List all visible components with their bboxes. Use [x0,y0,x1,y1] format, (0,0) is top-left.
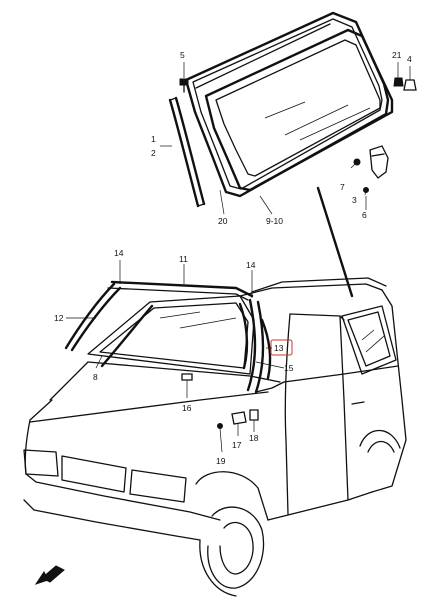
front-arrow-icon [34,565,65,585]
bolt-5 [179,62,189,93]
latch-bracket [350,145,389,196]
label-16: 16 [182,403,192,413]
label-21: 21 [392,50,402,60]
label-13: 13 [274,343,284,353]
label-5: 5 [180,50,185,60]
label-11: 11 [179,254,188,264]
label-1: 1 [151,134,156,144]
label-8: 8 [93,372,98,382]
label-14-right: 14 [246,260,256,270]
rear-glass-assembly [184,11,394,198]
label-18: 18 [249,433,259,443]
label-15: 15 [284,363,294,373]
label-9-10: 9-10 [266,216,283,226]
label-17: 17 [232,440,242,450]
label-4: 4 [407,54,412,64]
guide-strip [316,186,354,298]
label-3: 3 [352,195,357,205]
leader-lines [66,145,285,369]
small-parts [181,373,259,453]
label-20: 20 [218,216,228,226]
label-14-left: 14 [114,248,124,258]
label-7: 7 [340,182,345,192]
clip-21-cap-4 [393,62,417,91]
label-19: 19 [216,456,226,466]
label-2: 2 [151,148,156,158]
label-12: 12 [54,313,64,323]
label-6: 6 [362,210,367,220]
vehicle-body [23,277,407,597]
molding-1-2 [168,96,206,208]
highlight-box-13 [270,339,293,356]
windshield-assembly [64,280,272,394]
